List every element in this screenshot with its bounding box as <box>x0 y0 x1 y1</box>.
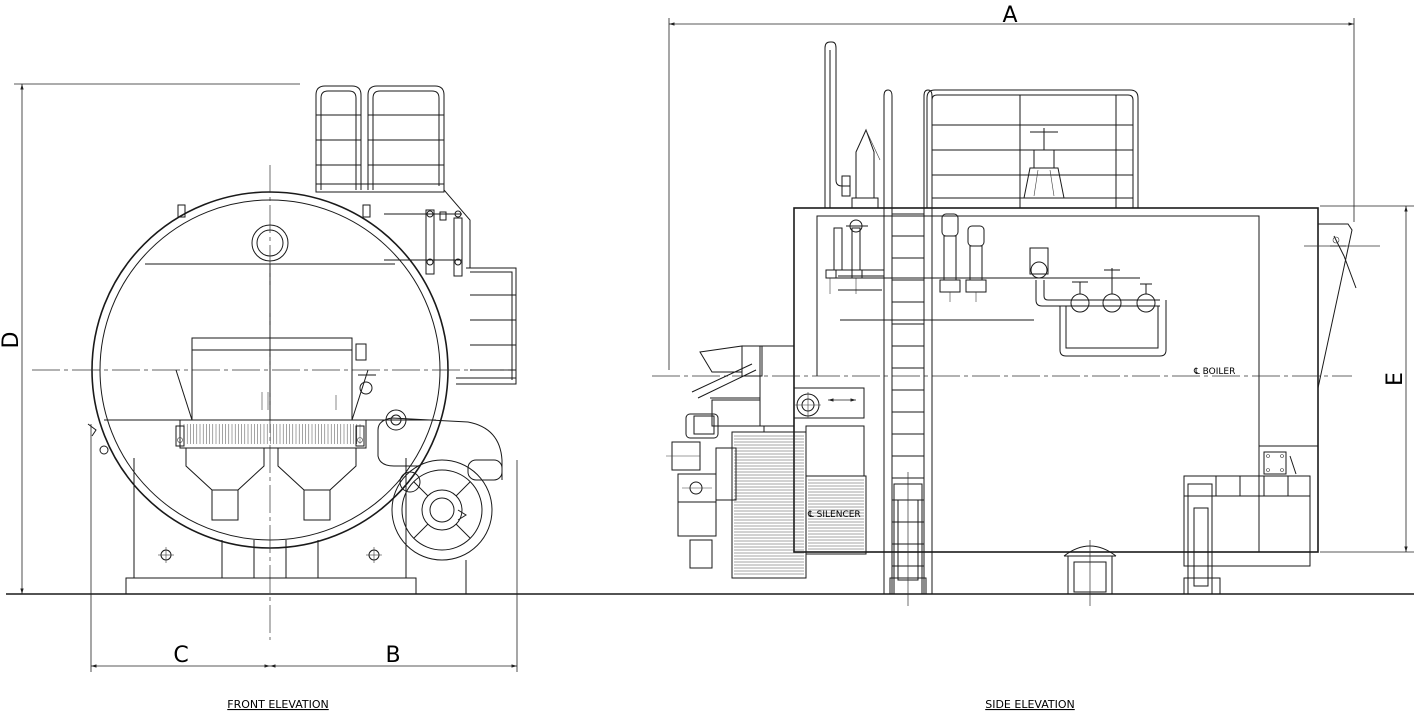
front-platform-railing <box>315 85 517 385</box>
front-water-column <box>384 209 463 277</box>
front-hopper-block <box>175 337 376 521</box>
dimension-D: D <box>0 83 300 594</box>
dimension-C-B: C B <box>90 424 518 672</box>
side-safety-valve <box>824 41 881 209</box>
boiler-centerline-note: ℄ BOILER <box>1193 367 1235 377</box>
dimension-E: E <box>1320 205 1414 553</box>
front-elevation: D C B FRONT ELEVATION <box>0 83 518 711</box>
side-gauge-glasses <box>825 219 885 294</box>
side-level-controls <box>939 213 987 302</box>
side-burner-assembly <box>666 345 865 569</box>
front-elevation-caption: FRONT ELEVATION <box>227 698 328 711</box>
side-piping-manifold <box>832 247 1167 357</box>
dimension-E-label: E <box>1383 372 1408 386</box>
front-burner <box>377 409 503 594</box>
dimension-A: A <box>668 3 1355 370</box>
side-rear-support <box>1183 451 1311 595</box>
side-rear-door <box>1304 223 1380 389</box>
side-silencer: ℄ SILENCER <box>731 431 867 579</box>
dimension-D-label: D <box>0 332 24 349</box>
side-steam-valve <box>1023 128 1065 199</box>
side-elevation: A E ℄ BOILER <box>652 3 1414 606</box>
side-front-support <box>889 472 927 606</box>
dimension-B-label: B <box>385 643 400 668</box>
silencer-centerline-note: ℄ SILENCER <box>807 510 861 520</box>
side-top-railing <box>926 89 1139 208</box>
dimension-A-label: A <box>1002 3 1017 28</box>
dimension-C-label: C <box>173 643 188 668</box>
front-saddles <box>125 458 417 595</box>
side-boiler-casing <box>793 207 1319 553</box>
side-elevation-caption: SIDE ELEVATION <box>985 698 1075 711</box>
burner-fan-housing <box>391 459 493 561</box>
side-blowdown-pit <box>1063 540 1117 606</box>
